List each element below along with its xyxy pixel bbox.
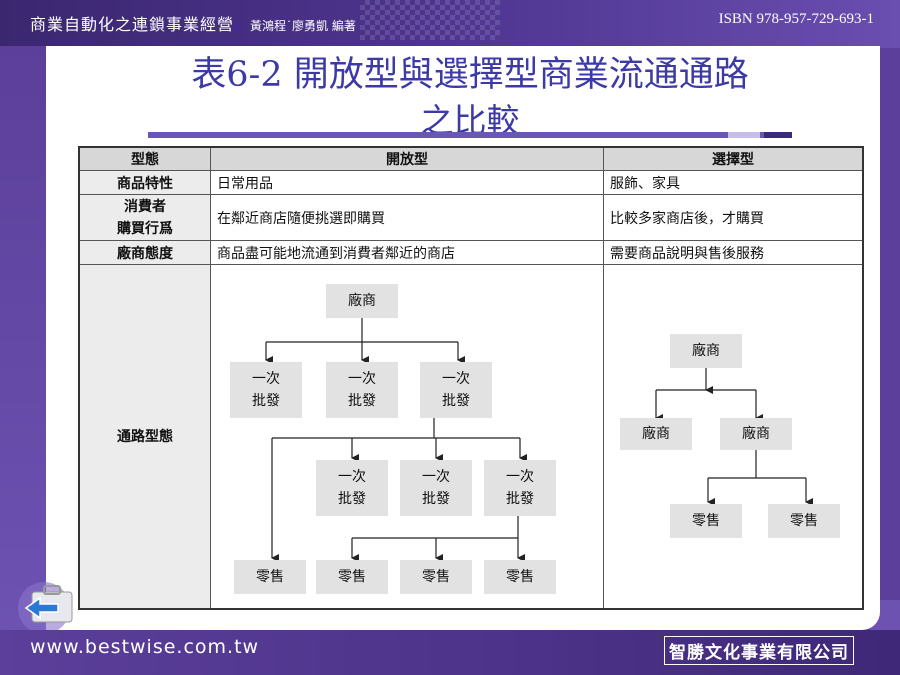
- open-retail-box: 零售: [316, 560, 388, 594]
- box-line: 一次: [506, 469, 534, 485]
- open-retail-box: 零售: [400, 560, 472, 594]
- cell-select: 服飾、家具: [603, 170, 864, 195]
- left-strip: [0, 46, 46, 630]
- authors: 黃鴻程˙廖勇凱 編著: [250, 19, 356, 33]
- company-name: 智勝文化事業有限公司: [664, 636, 854, 665]
- box-line: 一次: [442, 371, 470, 387]
- open-wholesale-box: 一次批發: [400, 460, 472, 516]
- box-line: 批發: [442, 393, 470, 409]
- row-label: 消費者 購買行爲: [78, 194, 211, 241]
- open-manufacturer-box: 廠商: [326, 284, 398, 318]
- box-line: 一次: [338, 469, 366, 485]
- box-line: 批發: [252, 393, 280, 409]
- channel-label: 通路型態: [78, 264, 211, 609]
- connector-lines: [265, 318, 813, 562]
- cell-open: 日常用品: [210, 170, 604, 195]
- website-link[interactable]: www.bestwise.com.tw: [30, 636, 260, 658]
- select-manufacturer-box: 廠商: [720, 418, 792, 450]
- open-wholesale-box: 一次批發: [484, 460, 556, 516]
- box-line: 一次: [348, 371, 376, 387]
- cell-open-diagram: [210, 264, 604, 609]
- cell-open: 商品盡可能地流通到消費者鄰近的商店: [210, 240, 604, 265]
- header-select: 選擇型: [603, 146, 864, 171]
- row-label-line: 消費者: [124, 198, 166, 215]
- select-manufacturer-box: 廠商: [620, 418, 692, 450]
- header-open: 開放型: [210, 146, 604, 171]
- cell-open: 在鄰近商店隨便挑選即購買: [210, 194, 604, 241]
- row-label: 商品特性: [78, 170, 211, 195]
- back-arrow-icon[interactable]: [14, 578, 84, 630]
- box-line: 批發: [348, 393, 376, 409]
- row-label-line: 購買行爲: [117, 220, 173, 237]
- header-decoration: [360, 0, 500, 40]
- open-retail-box: 零售: [484, 560, 556, 594]
- book-title-text: 商業自動化之連鎖事業經營: [30, 15, 235, 34]
- open-wholesale-box: 一次批發: [326, 362, 398, 418]
- open-wholesale-box: 一次批發: [316, 460, 388, 516]
- open-retail-box: 零售: [234, 560, 306, 594]
- select-retail-box: 零售: [670, 504, 742, 538]
- box-line: 批發: [506, 491, 534, 507]
- select-retail-box: 零售: [768, 504, 840, 538]
- cell-select: 比較多家商店後，才購買: [603, 194, 864, 241]
- box-line: 一次: [422, 469, 450, 485]
- cell-select: 需要商品說明與售後服務: [603, 240, 864, 265]
- channel-diagrams: 廠商 一次批發 一次批發 一次批發 一次批發 一次批發 一次批發 零售 零售 零…: [208, 270, 864, 614]
- open-wholesale-box: 一次批發: [420, 362, 492, 418]
- box-line: 批發: [422, 491, 450, 507]
- isbn: ISBN 978-957-729-693-1: [718, 11, 874, 27]
- box-line: 一次: [252, 371, 280, 387]
- row-label: 廠商態度: [78, 240, 211, 265]
- slide-title: 表6-2 開放型與選擇型商業流通通路: [191, 55, 749, 95]
- select-manufacturer-box: 廠商: [670, 334, 742, 368]
- book-title: 商業自動化之連鎖事業經營 黃鴻程˙廖勇凱 編著: [30, 11, 356, 35]
- header-type: 型態: [78, 146, 211, 171]
- title-underline: [148, 132, 792, 138]
- box-line: 批發: [338, 491, 366, 507]
- header-bar: [0, 0, 900, 48]
- open-wholesale-box: 一次批發: [230, 362, 302, 418]
- footer-bar: [0, 630, 900, 675]
